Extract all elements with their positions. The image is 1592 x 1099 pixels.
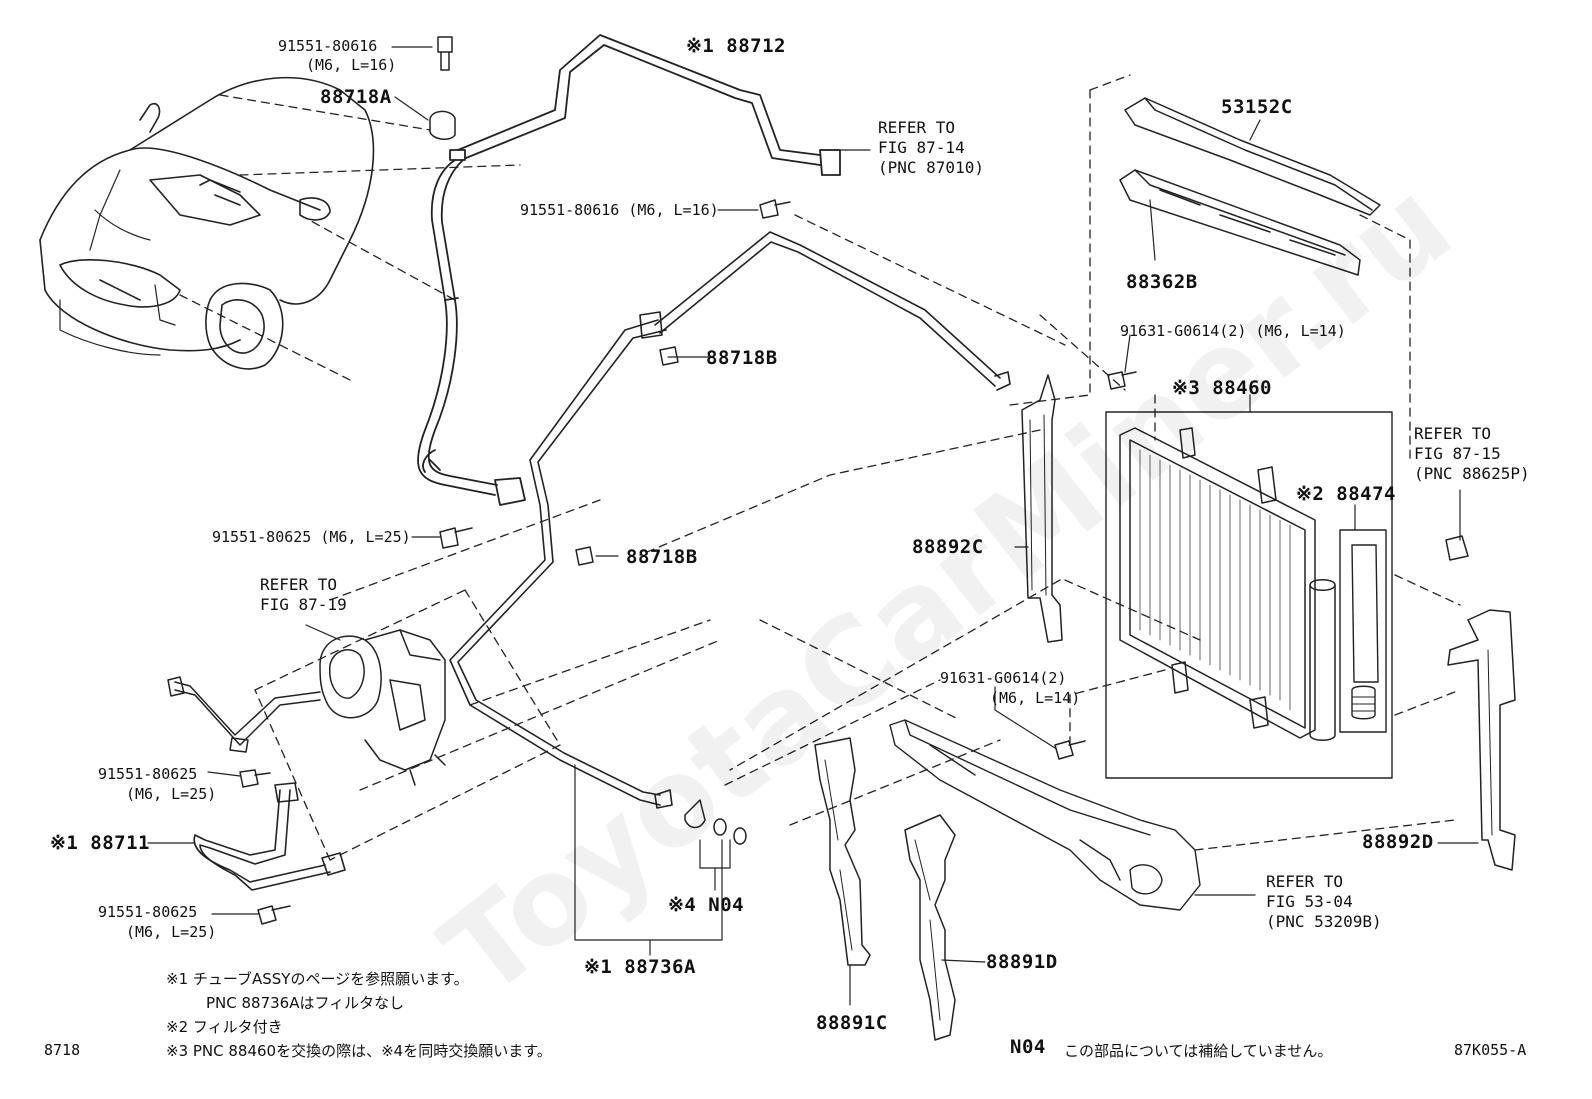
refer-line: REFER TO bbox=[260, 575, 338, 594]
radiator-support bbox=[889, 719, 1201, 911]
part-label-91551-80625-lower[interactable]: 91551-80625 bbox=[98, 903, 198, 921]
refer-line: (PNC 88625P) bbox=[1414, 464, 1530, 483]
bolts bbox=[239, 36, 1469, 925]
part-label-88712[interactable]: ※1 88712 bbox=[686, 35, 786, 57]
refer-line: FIG 87-19 bbox=[260, 595, 347, 614]
discharge-hose-88711 bbox=[193, 782, 346, 891]
refer-line: FIG 87-14 bbox=[878, 138, 965, 157]
footnote-2: ※2 フィルタ付き bbox=[166, 1018, 283, 1036]
label-leaders bbox=[147, 46, 1479, 1006]
liquid-tube-88736A bbox=[449, 231, 1011, 809]
part-label-88474[interactable]: ※2 88474 bbox=[1296, 483, 1396, 505]
part-label-88460[interactable]: ※3 88460 bbox=[1172, 377, 1272, 399]
part-label-88892D[interactable]: 88892D bbox=[1362, 831, 1434, 853]
refer-line: REFER TO bbox=[878, 118, 956, 137]
part-label-91551-80625-upper[interactable]: 91551-80625 (M6, L=25) bbox=[212, 528, 411, 546]
part-label-N04[interactable]: ※4 N04 bbox=[668, 894, 745, 916]
part-label-88711[interactable]: ※1 88711 bbox=[50, 832, 150, 854]
air-guide-88891D bbox=[904, 814, 956, 1041]
clips bbox=[575, 346, 747, 845]
refer-to-fig-87-15[interactable]: REFER TO FIG 87-15 (PNC 88625P) bbox=[1414, 424, 1530, 484]
part-spec-91631-G0614-lower: (M6, L=14) bbox=[990, 689, 1081, 707]
n04-note: この部品については補給していません。 bbox=[1064, 1042, 1333, 1060]
refer-line: FIG 53-04 bbox=[1266, 892, 1353, 911]
refer-line: (PNC 87010) bbox=[878, 158, 984, 177]
compressor-leader-lines bbox=[254, 499, 721, 861]
n04-code: N04 bbox=[1010, 1036, 1046, 1058]
part-spec-91551-80616-top: (M6, L=16) bbox=[306, 56, 397, 74]
part-label-88892C[interactable]: 88892C bbox=[912, 536, 984, 558]
upper-leader-lines bbox=[639, 74, 1461, 851]
vehicle-leader-lines bbox=[179, 94, 521, 381]
part-label-88736A[interactable]: ※1 88736A bbox=[584, 956, 696, 978]
refer-to-fig-53-04[interactable]: REFER TO FIG 53-04 (PNC 53209B) bbox=[1266, 872, 1382, 932]
refer-line: FIG 87-15 bbox=[1414, 444, 1501, 463]
part-spec-91551-80625-lower: (M6, L=25) bbox=[126, 923, 217, 941]
cowl-seal-53152C bbox=[1119, 97, 1381, 276]
part-label-91551-80616-mid[interactable]: 91551-80616 (M6, L=16) bbox=[520, 201, 719, 219]
condenser-88460 bbox=[1105, 411, 1393, 779]
suction-hose-88712 bbox=[417, 34, 841, 506]
part-label-91551-80625-mid[interactable]: 91551-80625 bbox=[98, 765, 198, 783]
part-label-53152C[interactable]: 53152C bbox=[1221, 96, 1293, 118]
side-seal-88892D bbox=[1447, 609, 1516, 871]
figure-number: 8718 bbox=[44, 1041, 81, 1059]
part-label-88718A[interactable]: 88718A bbox=[320, 86, 392, 108]
compressor bbox=[167, 629, 446, 786]
refer-line: (PNC 53209B) bbox=[1266, 912, 1382, 931]
part-label-88362B[interactable]: 88362B bbox=[1126, 271, 1198, 293]
part-label-91551-80616-top[interactable]: 91551-80616 bbox=[278, 37, 378, 55]
part-label-88891D[interactable]: 88891D bbox=[986, 951, 1058, 973]
part-label-91631-G0614-upper[interactable]: 91631-G0614(2) (M6, L=14) bbox=[1120, 322, 1346, 340]
refer-to-fig-87-14[interactable]: REFER TO FIG 87-14 (PNC 87010) bbox=[878, 118, 984, 178]
refer-line: REFER TO bbox=[1414, 424, 1492, 443]
footnote-1: ※1 チューブASSYのページを参照願います。 bbox=[166, 970, 469, 988]
part-spec-91551-80625-mid: (M6, L=25) bbox=[126, 785, 217, 803]
part-label-88718B-lower[interactable]: 88718B bbox=[626, 546, 698, 568]
receiver-drier-88474 bbox=[1339, 529, 1387, 733]
diagram-id: 87K055-A bbox=[1454, 1041, 1527, 1059]
air-guide-88891C bbox=[814, 737, 871, 966]
footnote-1b: PNC 88736Aはフィルタなし bbox=[206, 994, 405, 1012]
refer-to-fig-87-19[interactable]: REFER TO FIG 87-19 bbox=[260, 575, 347, 615]
footnote-3: ※3 PNC 88460を交換の際は、※4を同時交換願います。 bbox=[166, 1042, 552, 1060]
part-label-88718B-upper[interactable]: 88718B bbox=[706, 347, 778, 369]
part-label-91631-G0614-lower[interactable]: 91631-G0614(2) bbox=[940, 669, 1067, 687]
part-label-88891C[interactable]: 88891C bbox=[816, 1012, 888, 1034]
side-seal-88892C bbox=[1021, 374, 1063, 643]
refer-line: REFER TO bbox=[1266, 872, 1344, 891]
vehicle-illustration bbox=[39, 76, 375, 370]
